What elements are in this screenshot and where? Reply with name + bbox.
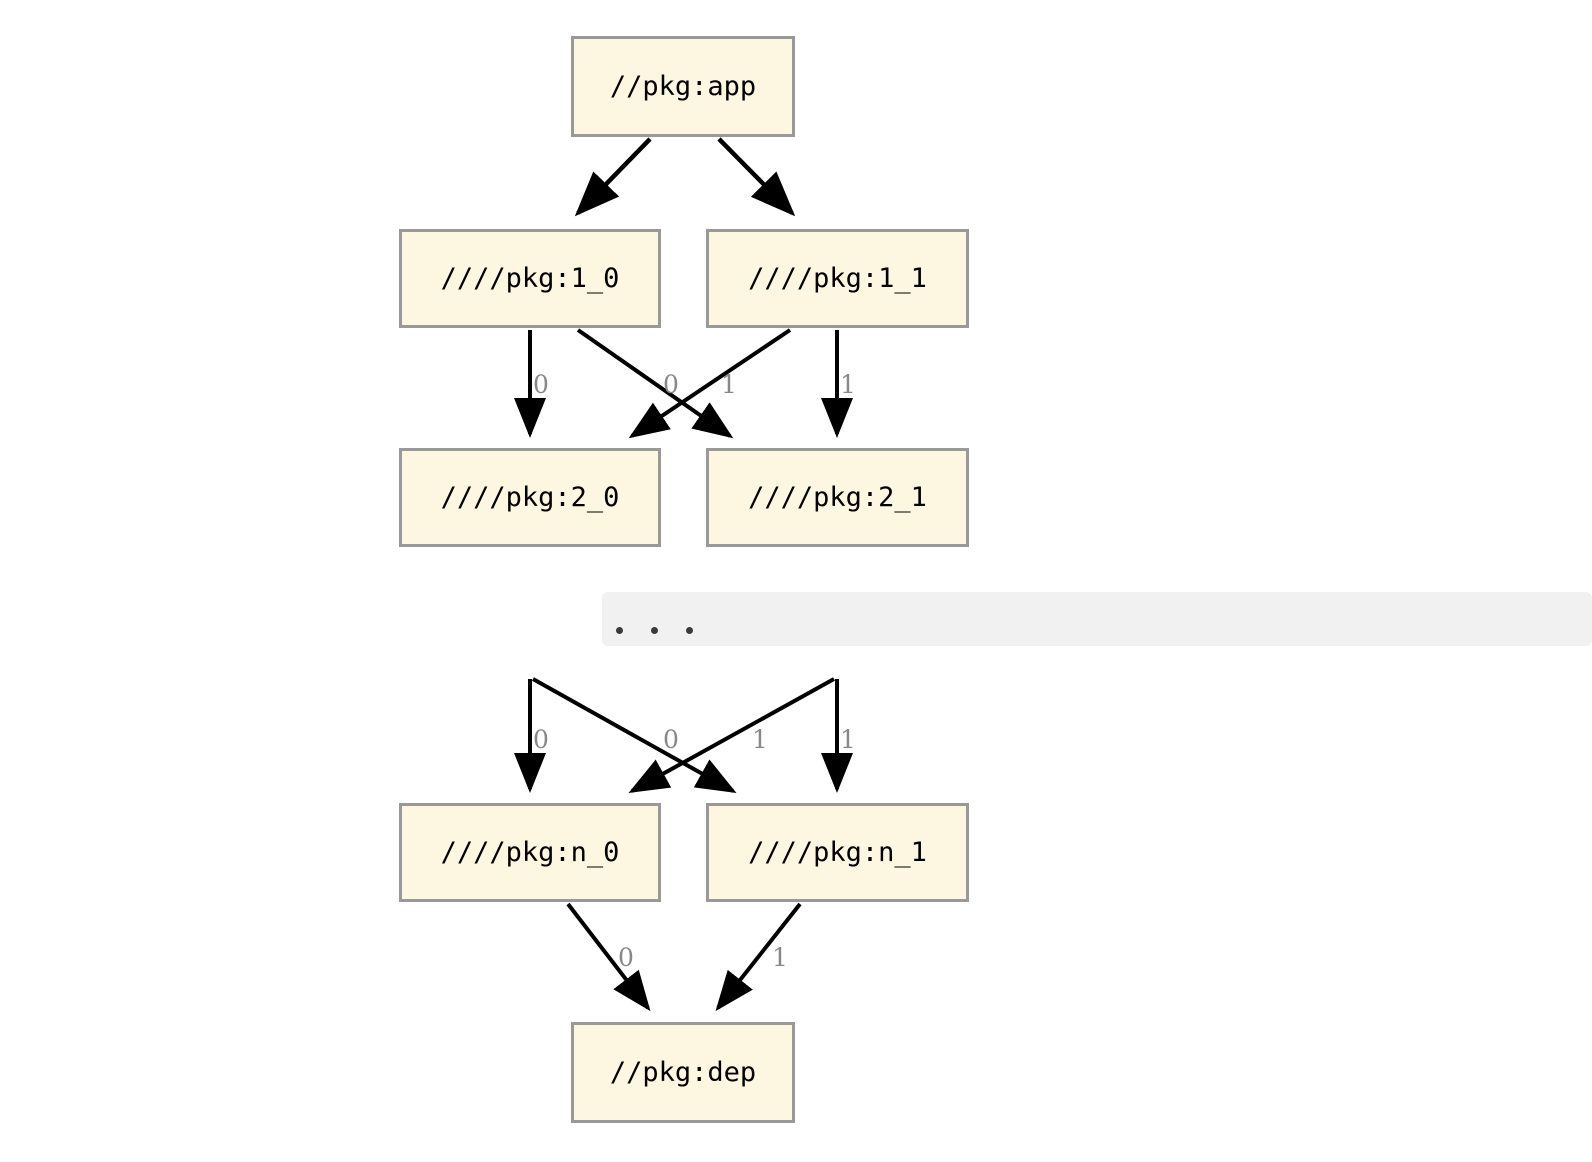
node-2_1[interactable]: ////pkg:2_1: [706, 448, 969, 547]
ellipsis-dot-icon: [651, 627, 658, 634]
node-n_0[interactable]: ////pkg:n_0: [399, 803, 661, 902]
edge-label-above2-n_0: 1: [752, 725, 768, 754]
node-dep[interactable]: //pkg:dep: [571, 1022, 795, 1123]
edge-app-to-1_1: [717, 137, 796, 217]
edge-label-1_1-2_1: 1: [840, 370, 856, 399]
edge-label-1_0-2_1: 0: [663, 370, 679, 399]
edge-label-1_0-2_0: 0: [533, 370, 549, 399]
edge-n_1-to-dep: [715, 902, 802, 1012]
node-n_1[interactable]: ////pkg:n_1: [706, 803, 969, 902]
node-label: ////pkg:n_1: [748, 837, 927, 868]
edge-above2-to-n_0: [628, 677, 835, 793]
node-label: ////pkg:n_0: [440, 837, 620, 868]
node-app[interactable]: //pkg:app: [571, 36, 795, 137]
edge-label-1_1-2_0: 1: [721, 370, 737, 399]
node-1_1[interactable]: ////pkg:1_1: [706, 229, 969, 328]
edge-app-to-1_0: [574, 137, 652, 217]
node-label: ////pkg:2_0: [440, 482, 620, 513]
ellipsis-separator-band: [602, 592, 1592, 646]
edge-1_1-to-2_0: [628, 328, 792, 439]
node-1_0[interactable]: ////pkg:1_0: [399, 229, 661, 328]
edge-label-above-n_0: 0: [533, 725, 549, 754]
edge-label-n_1-dep: 1: [772, 943, 788, 972]
node-label: //pkg:app: [609, 71, 757, 102]
ellipsis-dot-icon: [616, 627, 623, 634]
edge-n_0-to-dep: [566, 902, 651, 1012]
edge-label-above-n_1: 0: [663, 725, 679, 754]
edge-label-n_0-dep: 0: [618, 943, 634, 972]
edge-1_0-to-2_1: [576, 328, 734, 439]
ellipsis-dot-icon: [686, 627, 693, 634]
node-label: ////pkg:1_0: [440, 263, 620, 294]
node-label: ////pkg:2_1: [748, 482, 927, 513]
edge-above-to-n_1: [532, 677, 737, 793]
edge-label-above2-n_1: 1: [840, 725, 856, 754]
node-label: //pkg:dep: [609, 1057, 757, 1088]
node-label: ////pkg:1_1: [748, 263, 927, 294]
node-2_0[interactable]: ////pkg:2_0: [399, 448, 661, 547]
